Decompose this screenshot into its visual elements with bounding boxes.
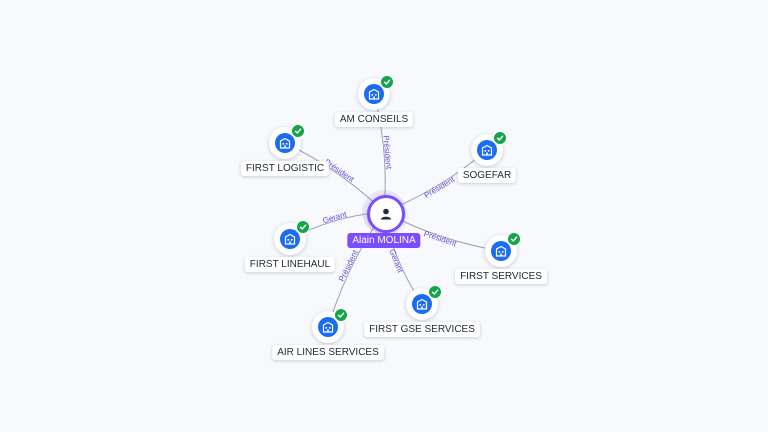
company-badge bbox=[364, 84, 384, 104]
verified-badge bbox=[334, 308, 348, 322]
verified-badge bbox=[493, 131, 507, 145]
center-person-label: Alain MOLINA bbox=[347, 233, 421, 248]
checkmark-icon bbox=[496, 135, 504, 141]
edge-relation-label: Président bbox=[337, 248, 360, 283]
checkmark-icon bbox=[294, 128, 302, 134]
checkmark-icon bbox=[510, 236, 518, 242]
edge-relation-label: Président bbox=[423, 229, 459, 248]
company-icon bbox=[322, 321, 334, 333]
checkmark-icon bbox=[299, 224, 307, 230]
edge-relation-label: Président bbox=[381, 135, 393, 170]
person-icon bbox=[380, 208, 392, 220]
company-badge bbox=[412, 294, 432, 314]
verified-badge bbox=[380, 75, 394, 89]
company-badge bbox=[318, 317, 338, 337]
checkmark-icon bbox=[337, 312, 345, 318]
company-label: FIRST LOGISTIC bbox=[240, 161, 330, 176]
company-label: FIRST LINEHAUL bbox=[244, 257, 336, 272]
verified-badge bbox=[507, 232, 521, 246]
company-icon bbox=[495, 245, 507, 257]
checkmark-icon bbox=[431, 289, 439, 295]
company-icon bbox=[279, 137, 291, 149]
company-label: AM CONSEILS bbox=[334, 112, 414, 127]
edge-relation-label: Gerant bbox=[322, 210, 349, 226]
verified-badge bbox=[428, 285, 442, 299]
edge-relation-label: Gerant bbox=[387, 248, 405, 275]
company-circle bbox=[312, 311, 344, 343]
company-label: FIRST GSE SERVICES bbox=[364, 322, 480, 337]
company-label: SOGEFAR bbox=[457, 168, 517, 183]
company-badge bbox=[477, 140, 497, 160]
company-icon bbox=[416, 298, 428, 310]
checkmark-icon bbox=[383, 79, 391, 85]
verified-badge bbox=[291, 124, 305, 138]
company-badge bbox=[280, 229, 300, 249]
verified-badge bbox=[296, 220, 310, 234]
company-icon bbox=[284, 233, 296, 245]
company-badge bbox=[275, 133, 295, 153]
edge-relation-label: Président bbox=[423, 175, 457, 201]
company-icon bbox=[368, 88, 380, 100]
company-icon bbox=[481, 144, 493, 156]
company-badge bbox=[491, 241, 511, 261]
center-circle bbox=[367, 195, 405, 233]
company-label: FIRST SERVICES bbox=[455, 269, 547, 284]
company-label: AIR LINES SERVICES bbox=[272, 345, 384, 360]
